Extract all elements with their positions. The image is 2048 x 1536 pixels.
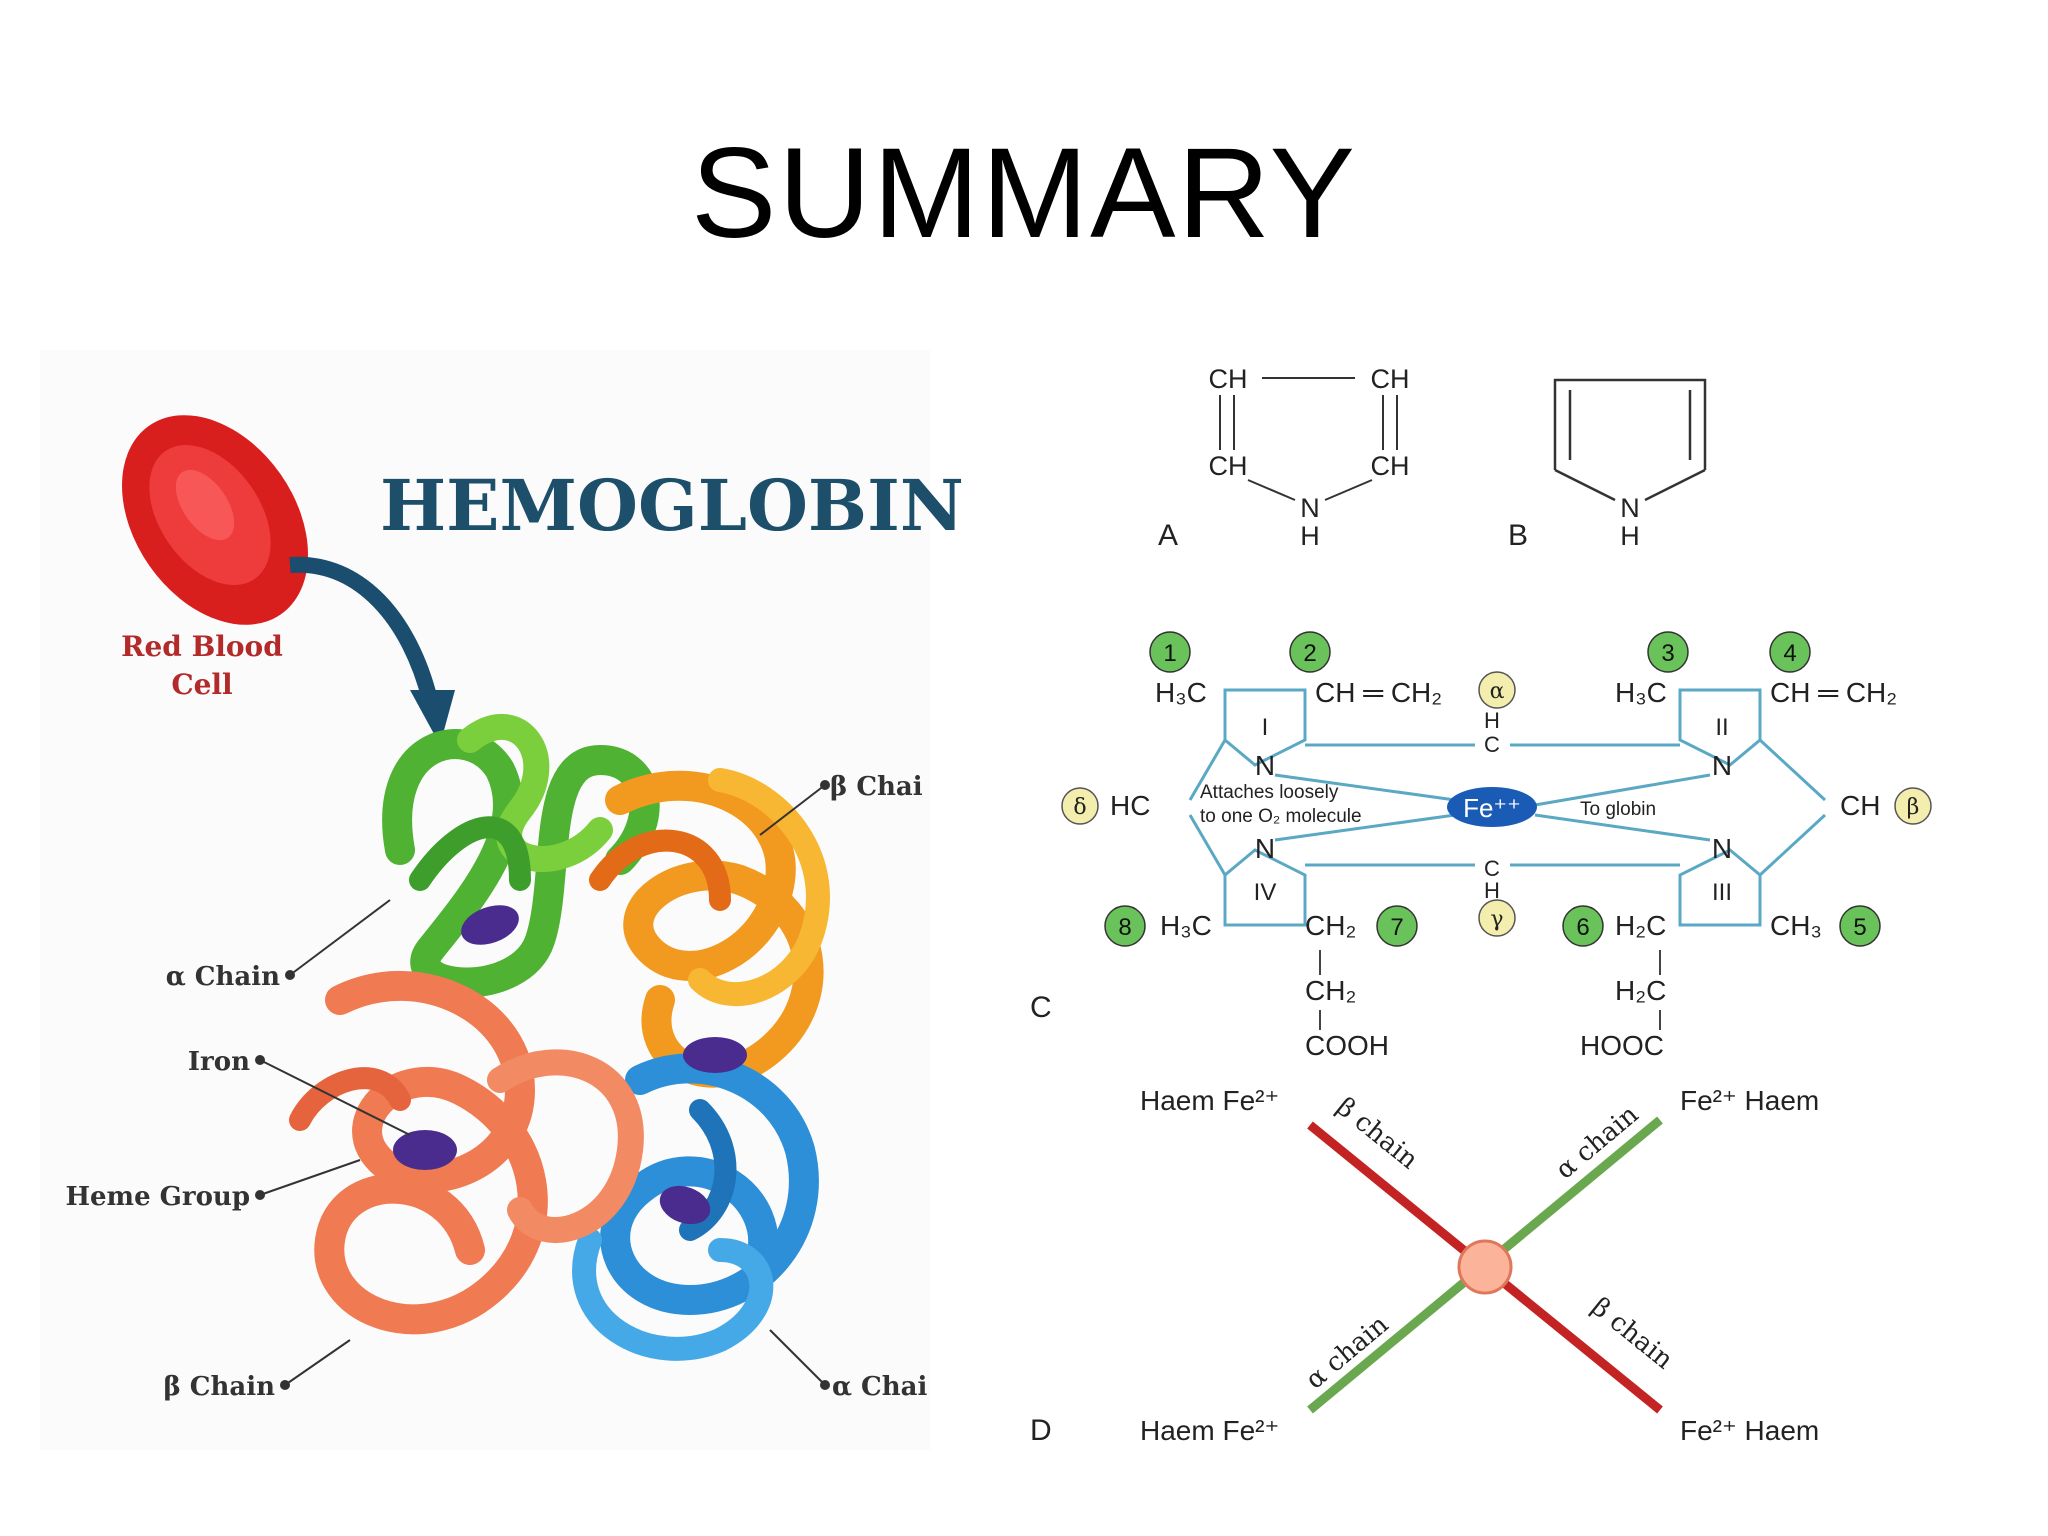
badge-alpha: α (1490, 679, 1505, 704)
label-b: B (1508, 519, 1528, 552)
n-ring-i: N (1255, 750, 1275, 781)
attach-line1: Attaches loosely (1200, 782, 1339, 803)
group-1: H₃C (1155, 677, 1207, 708)
group-3: H₃C (1615, 677, 1667, 708)
badge-delta: δ (1073, 795, 1086, 820)
n-ring-ii: N (1712, 750, 1732, 781)
fe-ion-icon (1447, 787, 1537, 827)
group-5: CH₃ (1770, 910, 1822, 941)
beta-chain-upper-label: β chain (1331, 1092, 1424, 1175)
label-beta-chain-top: β Chai (830, 772, 923, 802)
greek-bridge-badges: α β γ δ (1061, 671, 1932, 937)
ring-iii: III (1712, 879, 1732, 906)
group-7: CH₂ (1305, 910, 1356, 941)
heme-side-bonds (1319, 950, 1661, 1030)
label-c: C (1030, 991, 1052, 1024)
heme-group-icons (393, 905, 747, 1225)
rbc-label-line2: Cell (171, 668, 232, 701)
pyrrole-a-ch-top-left: CH (1209, 364, 1248, 394)
corner-br: Fe²⁺ Haem (1680, 1415, 1819, 1446)
pyrrole-structure-a: CH CH CH CH N H A (1158, 364, 1410, 552)
badge-beta: β (1907, 795, 1920, 820)
hemoglobin-illustration: HEMOGLOBIN Red Blood Cell (40, 350, 964, 1450)
ring-iv: IV (1254, 879, 1277, 906)
bridge-bot-c: C (1484, 856, 1500, 881)
h2c-down: H₂C (1615, 975, 1666, 1006)
pyrrole-b-h: H (1620, 521, 1640, 551)
badge-3: 3 (1661, 640, 1674, 667)
ch2-down: CH₂ (1305, 975, 1356, 1006)
pyrrole-a-ch-bottom-right: CH (1371, 451, 1410, 481)
center-junction-icon (1457, 1239, 1513, 1295)
to-globin-label: To globin (1580, 799, 1656, 820)
corner-bl: Haem Fe²⁺ (1140, 1415, 1279, 1446)
hooc: HOOC (1580, 1030, 1664, 1061)
corner-tl: Haem Fe²⁺ (1140, 1085, 1279, 1116)
globin-chains-diagram: Haem Fe²⁺ Fe²⁺ Haem Haem Fe²⁺ Fe²⁺ Haem … (1000, 1085, 1819, 1483)
label-a: A (1158, 519, 1178, 552)
group-2: CH ═ CH₂ (1315, 677, 1442, 708)
pyrrole-a-ch-bottom-left: CH (1209, 451, 1248, 481)
corner-tr: Fe²⁺ Haem (1680, 1085, 1819, 1116)
n-ring-iv: N (1255, 833, 1275, 864)
pyrrole-b-n: N (1620, 493, 1640, 523)
pyrrole-a-ch-top-right: CH (1371, 364, 1410, 394)
ring-ii: II (1715, 714, 1728, 741)
badge-gamma: γ (1490, 907, 1503, 932)
group-4: CH ═ CH₂ (1770, 677, 1897, 708)
ring-i: I (1262, 714, 1269, 741)
bridge-top-c: C (1484, 732, 1500, 757)
label-alpha-chain-bottom: α Chai (832, 1372, 928, 1402)
group-6: H₂C (1615, 910, 1666, 941)
red-blood-cell-icon (122, 415, 308, 625)
bridge-bot-h: H (1484, 878, 1500, 903)
hemoglobin-heading: HEMOGLOBIN (380, 464, 964, 547)
badge-5: 5 (1853, 914, 1866, 941)
badge-1: 1 (1163, 640, 1176, 667)
pyrrole-structure-b (1553, 378, 1707, 502)
pyrrole-a-h: H (1300, 521, 1320, 551)
bridge-top-h: H (1484, 708, 1500, 733)
beta-chain-salmon (289, 970, 644, 1335)
beta-chain-orange (589, 768, 830, 1088)
n-ring-iii: N (1712, 833, 1732, 864)
badge-7: 7 (1390, 914, 1403, 941)
badge-8: 8 (1118, 914, 1131, 941)
heme-structure: Fe⁺⁺ Attaches loosely to one O₂ molecule… (1030, 631, 1932, 1061)
rbc-label-line1: Red Blood (121, 630, 283, 663)
pyrrole-a-n: N (1300, 493, 1320, 523)
cooh: COOH (1305, 1030, 1389, 1061)
label-iron: Iron (188, 1047, 250, 1077)
position-number-badges: 1 2 3 4 5 6 7 8 (1104, 631, 1881, 947)
label-heme-group: Heme Group (65, 1182, 250, 1212)
hc-left: HC (1110, 790, 1150, 821)
label-alpha-chain-left: α Chain (166, 962, 280, 992)
attach-line2: to one O₂ molecule (1200, 806, 1362, 827)
slide-title: SUMMARY (691, 122, 1357, 265)
label-beta-chain-bottom: β Chain (163, 1372, 275, 1402)
pyrrole-a-bonds (1219, 377, 1398, 501)
badge-4: 4 (1783, 640, 1796, 667)
badge-6: 6 (1576, 914, 1589, 941)
label-d: D (1030, 1414, 1052, 1447)
heme-ring-bonds (1188, 688, 1827, 927)
badge-2: 2 (1303, 640, 1316, 667)
group-8: H₃C (1160, 910, 1212, 941)
fe-label: Fe⁺⁺ (1463, 793, 1521, 823)
ch-right: CH (1840, 790, 1880, 821)
